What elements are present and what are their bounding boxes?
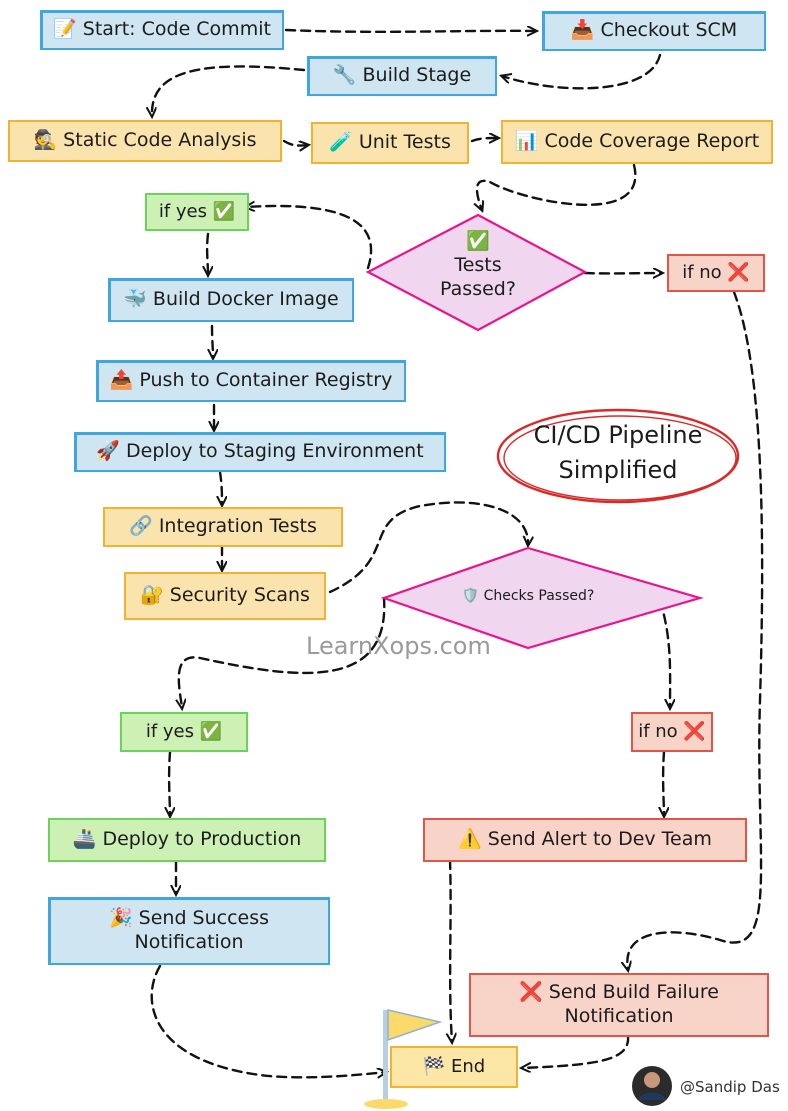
failure-node: ❌ Send Build Failure Notification (469, 973, 769, 1037)
production-label: 🚢 Deploy to Production (72, 828, 302, 851)
success-node: 🎉 Send Success Notification (48, 897, 330, 965)
checks-passed-diamond (380, 546, 704, 650)
edge-yes2-production (169, 750, 170, 816)
if-no-label-1: if no ❌ (682, 261, 750, 283)
if-yes-label-2: if yes ✅ (145, 720, 223, 742)
docker-node: 🐳 Build Docker Image (108, 278, 354, 322)
if-yes-label-1: if yes ✅ (158, 200, 236, 222)
alert-node: ⚠️ Send Alert to Dev Team (423, 818, 747, 862)
edge-start-checkout (284, 30, 536, 32)
if-yes-node-2: if yes ✅ (120, 712, 248, 752)
build-stage-node: 🔧 Build Stage (307, 56, 497, 96)
title-circle (496, 408, 740, 504)
end-node: 🏁 End (390, 1046, 518, 1088)
end-label: 🏁 End (422, 1055, 486, 1077)
tests-check-icon: ✅ (466, 230, 490, 252)
static-analysis-label: 🕵️ Static Code Analysis (33, 129, 257, 152)
alert-label: ⚠️ Send Alert to Dev Team (458, 828, 712, 851)
edge-success-end (150, 964, 386, 1077)
if-no-node-1: if no ❌ (667, 254, 765, 292)
build-stage-label: 🔧 Build Stage (332, 64, 472, 87)
edge-checkout-build (502, 53, 662, 90)
edge-diamond2-yes (179, 596, 386, 708)
edge-no2-alert (663, 750, 664, 816)
failure-label-1: ❌ Send Build Failure (519, 981, 719, 1004)
diagram-title: CI/CD Pipeline Simplified (498, 418, 738, 488)
tests-passed-text: ✅ Tests Passed? (418, 230, 538, 301)
security-node: 🔐 Security Scans (124, 572, 326, 620)
if-yes-node-1: if yes ✅ (145, 193, 249, 231)
checkout-label: 📥 Checkout SCM (570, 19, 738, 42)
integration-label: 🔗 Integration Tests (129, 515, 317, 538)
unit-tests-label: 🧪 Unit Tests (329, 131, 451, 154)
edge-build-static (152, 65, 306, 116)
edge-coverage-diamond1 (477, 163, 637, 210)
edge-diamond2-no (658, 598, 670, 708)
success-label-1: 🎉 Send Success (108, 907, 270, 930)
coverage-node: 📊 Code Coverage Report (501, 120, 773, 164)
edge-no1-failure (627, 290, 764, 970)
checks-label: 🛡️ Checks Passed? (461, 588, 595, 604)
failure-label-2: Notification (564, 1005, 674, 1027)
security-label: 🔐 Security Scans (140, 584, 310, 607)
push-node: 📤 Push to Container Registry (96, 360, 406, 402)
avatar (632, 1066, 672, 1106)
edge-diamond1-yes (246, 206, 373, 270)
edge-alert-end (450, 858, 452, 1042)
unit-tests-node: 🧪 Unit Tests (311, 122, 469, 164)
edge-yes1-docker (207, 232, 208, 275)
if-no-label-2: if no ❌ (638, 720, 706, 742)
author-handle: @Sandip Das (680, 1078, 780, 1096)
tests-passed-diamond (365, 213, 588, 332)
edge-docker-push (212, 324, 213, 358)
static-analysis-node: 🕵️ Static Code Analysis (8, 120, 282, 162)
coverage-label: 📊 Code Coverage Report (514, 130, 760, 153)
tests-label-1: Tests (454, 253, 502, 276)
start-label: 📝 Start: Code Commit (53, 18, 271, 41)
edge-failure-end (522, 1034, 630, 1068)
edge-static-unit (282, 139, 308, 146)
docker-label: 🐳 Build Docker Image (123, 288, 339, 311)
production-node: 🚢 Deploy to Production (48, 818, 326, 862)
start-node: 📝 Start: Code Commit (40, 10, 284, 50)
title-line-1: CI/CD Pipeline (533, 421, 703, 449)
edge-unit-coverage (470, 138, 498, 141)
edge-staging-integration (220, 470, 222, 505)
checks-passed-text: 🛡️ Checks Passed? (440, 588, 616, 604)
end-flag-icon (364, 1009, 443, 1109)
edge-security-diamond2 (328, 501, 528, 594)
staging-label: 🚀 Deploy to Staging Environment (96, 440, 424, 463)
title-line-2: Simplified (558, 455, 678, 484)
staging-node: 🚀 Deploy to Staging Environment (74, 432, 446, 472)
integration-node: 🔗 Integration Tests (103, 507, 343, 547)
watermark: LearnXops.com (306, 632, 491, 660)
if-no-node-2: if no ❌ (631, 712, 713, 752)
tests-label-2: Passed? (440, 277, 516, 300)
checkout-node: 📥 Checkout SCM (542, 11, 766, 51)
push-label: 📤 Push to Container Registry (109, 369, 393, 392)
success-label-2: Notification (134, 931, 244, 953)
